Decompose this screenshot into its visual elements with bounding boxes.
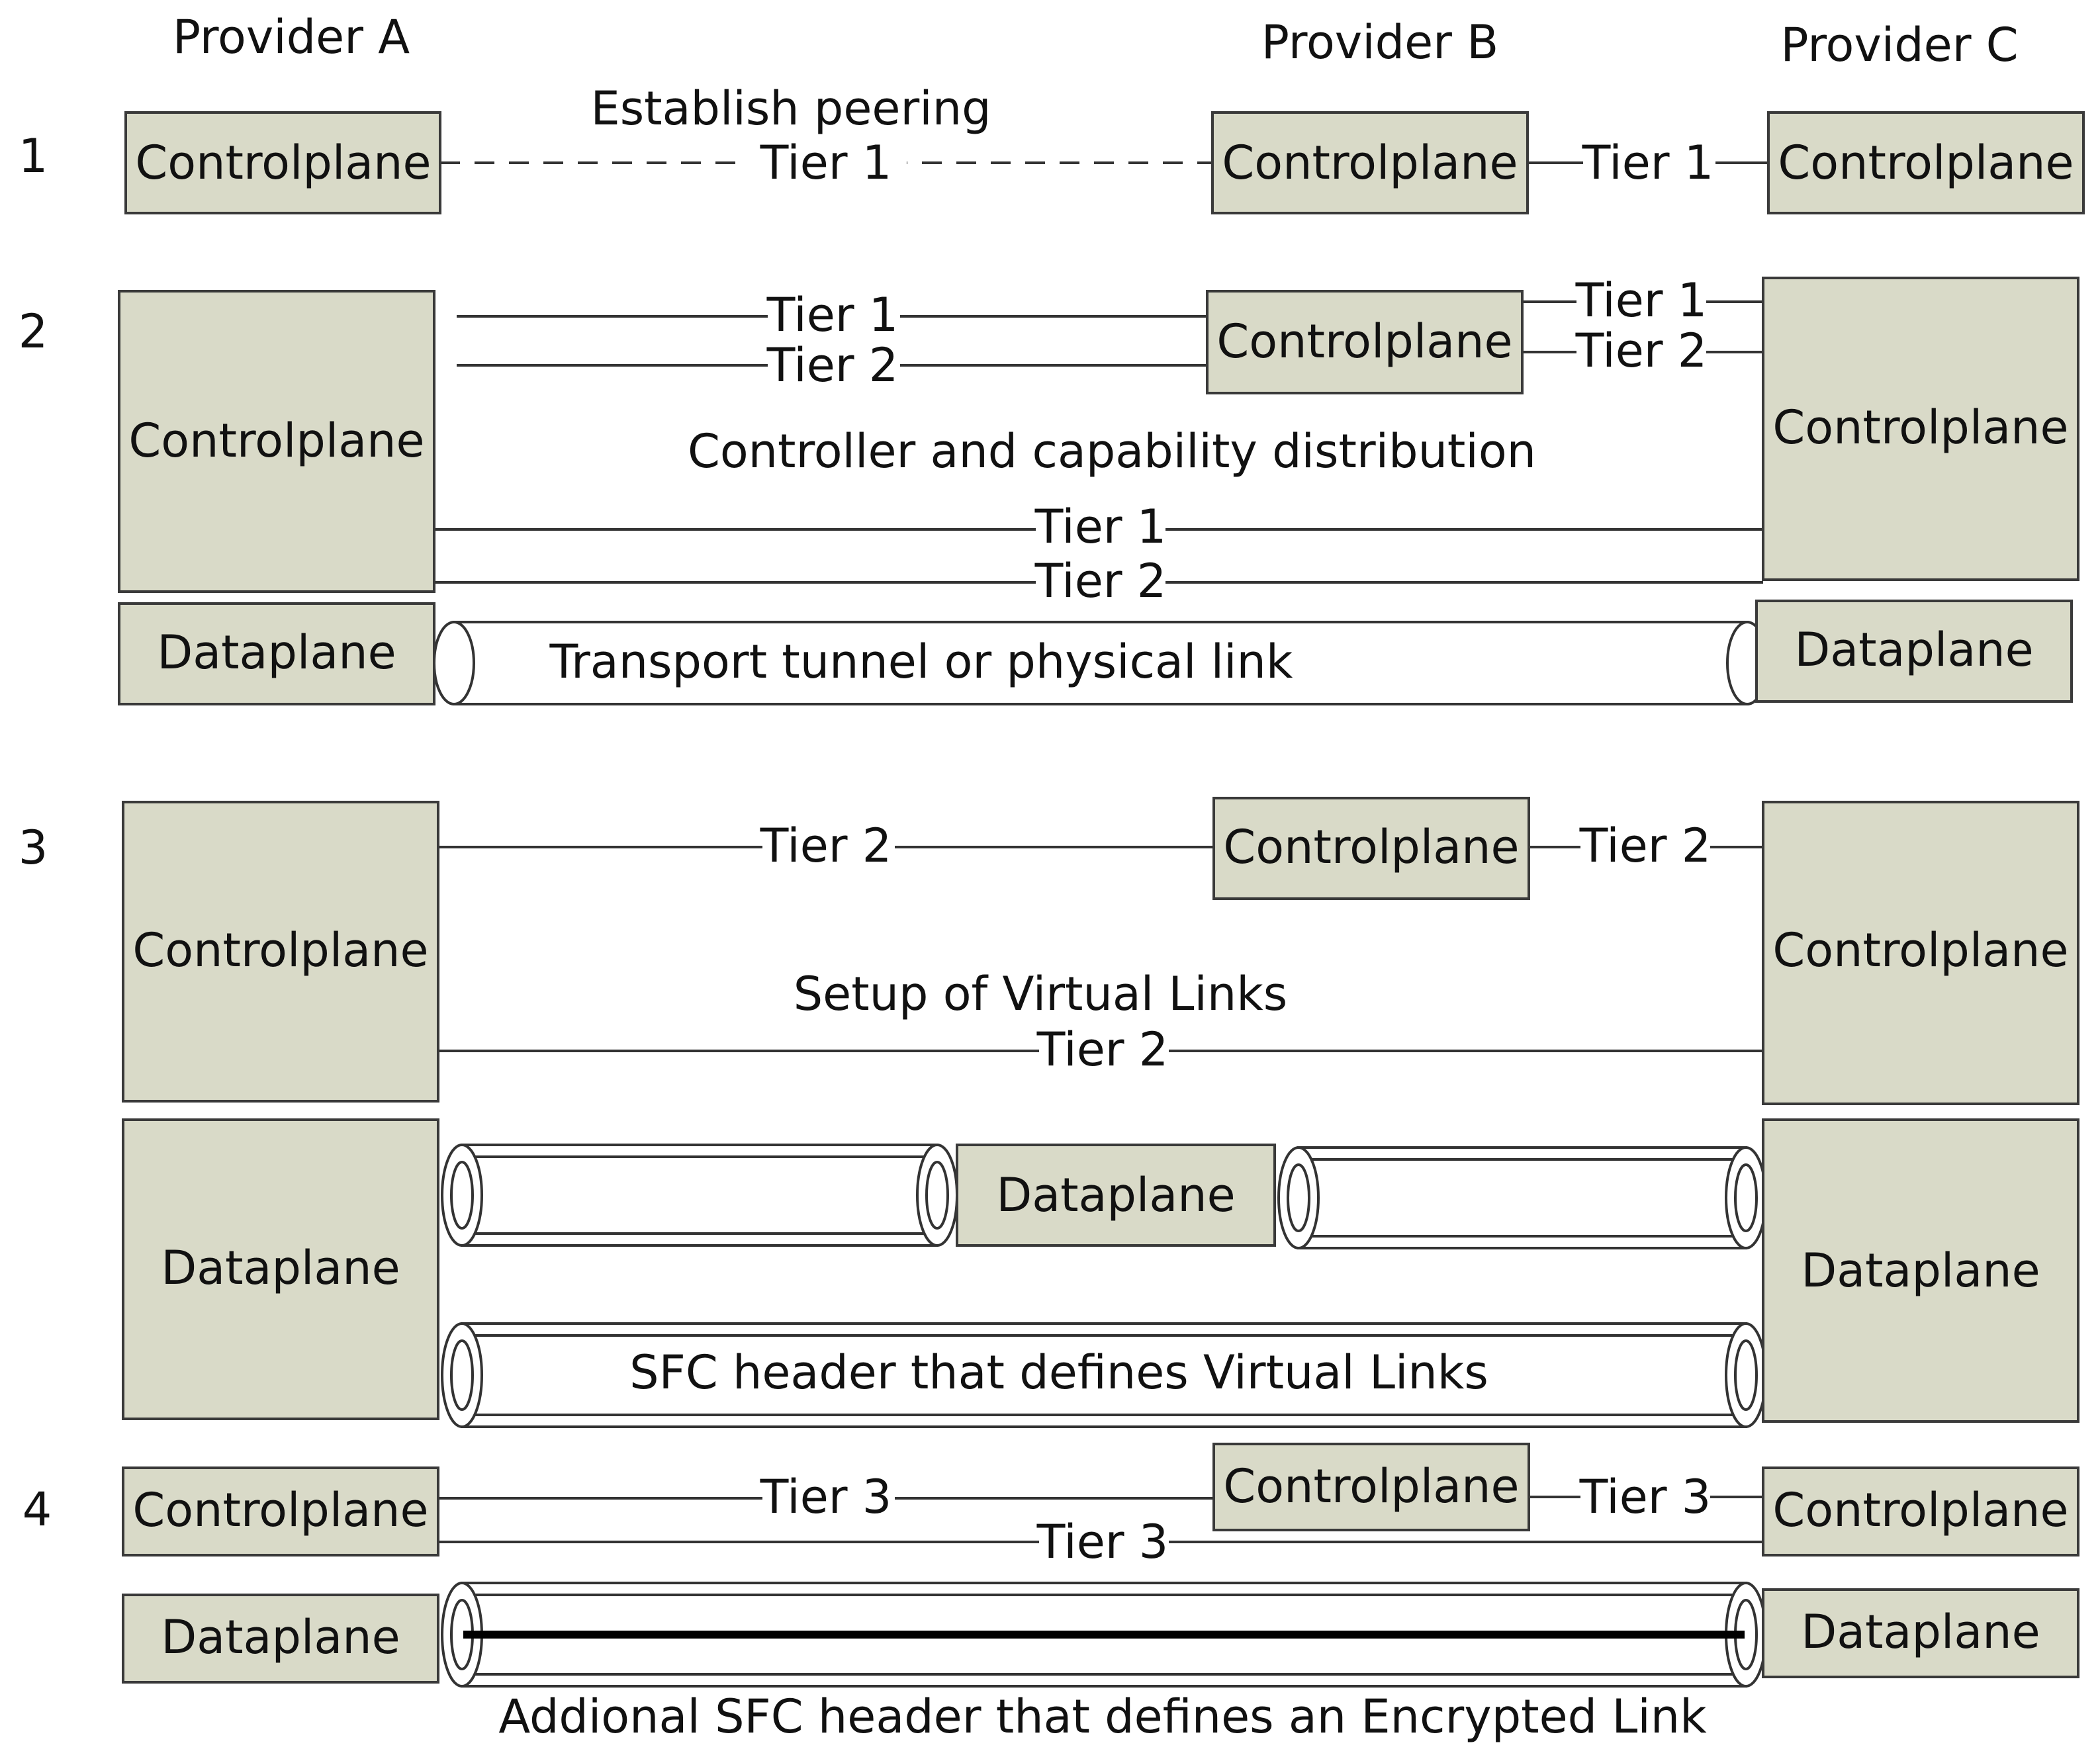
tier-label: Tier 1 [766, 288, 899, 342]
box-label: Dataplane [157, 625, 396, 680]
step-3-number: 3 [19, 821, 48, 875]
dataplane-box [1755, 600, 2073, 703]
step-2-number: 2 [19, 304, 48, 359]
controlplane-box [1212, 1443, 1530, 1531]
step-2-group: Tier 1 Tier 2 Tier 1 Tier 2 Controller a… [118, 273, 2079, 705]
step-3-group: Tier 2 Tier 2 Setup of Virtual Links Tie… [122, 797, 2079, 1428]
box-label: Controlplane [132, 923, 428, 977]
step-4-number: 4 [23, 1482, 52, 1537]
box-label: Dataplane [1794, 623, 2033, 677]
box-label: Controlplane [132, 1483, 428, 1537]
tier-label: Tier 1 [1575, 273, 1708, 328]
dataplane-box [118, 602, 435, 705]
controlplane-box [122, 801, 439, 1103]
dataplane-box [956, 1144, 1276, 1247]
box-label: Dataplane [1801, 1605, 2040, 1659]
tube-end-inner [1734, 1339, 1758, 1411]
box-label: Dataplane [161, 1610, 400, 1664]
tier-label: Tier 3 [760, 1470, 892, 1524]
tier-label: Tier 2 [1579, 819, 1712, 873]
box-label: Controlplane [128, 414, 424, 468]
controlplane-box [118, 290, 435, 593]
tier-label: Tier 2 [1575, 324, 1708, 378]
dataplane-box [122, 1594, 439, 1684]
controller-distribution-caption: Controller and capability distribution [688, 424, 1536, 478]
transport-tunnel [453, 621, 1749, 705]
virtual-link-tube [1297, 1146, 1747, 1249]
step-1-number: 1 [19, 129, 48, 183]
controlplane-box [122, 1466, 439, 1556]
tier-label: Tier 2 [760, 819, 892, 873]
box-label: Dataplane [996, 1168, 1235, 1222]
tier-label: Tier 2 [1036, 1022, 1169, 1077]
controlplane-box [1211, 111, 1529, 214]
virtual-link-tube [461, 1144, 938, 1247]
tube-end-inner [450, 1339, 474, 1411]
controlplane-box [1762, 1466, 2079, 1556]
step-4-group: Tier 3 Tier 3 Tier 3 Controlplane Contro… [122, 1443, 2079, 1744]
step-1-group: Tier 1 Establish peering Tier 1 Controlp… [124, 81, 2085, 214]
box-label: Controlplane [1772, 400, 2068, 455]
transport-tunnel-caption: Transport tunnel or physical link [549, 635, 1293, 689]
box-label: Controlplane [135, 136, 431, 190]
box-label: Dataplane [1801, 1243, 2040, 1298]
sfc-header-caption: SFC header that defines Virtual Links [629, 1345, 1488, 1400]
provider-b-label: Provider B [1261, 15, 1498, 69]
tunnel-end-left [433, 621, 475, 705]
box-label: Controlplane [1223, 1459, 1519, 1513]
tube-end-inner [450, 1161, 474, 1230]
provider-c-label: Provider C [1780, 18, 2018, 72]
controlplane-box [1212, 797, 1530, 900]
tier-label: Tier 1 [1034, 500, 1167, 554]
box-label: Controlplane [1223, 820, 1519, 874]
tier-label: Tier 1 [760, 136, 892, 190]
box-label: Controlplane [1772, 1483, 2068, 1537]
sfc-virtual-links-tube [461, 1322, 1747, 1428]
tier-label: Tier 2 [1034, 554, 1167, 608]
dataplane-box [122, 1118, 439, 1420]
controlplane-box [1762, 277, 2079, 581]
tube-end-inner [925, 1161, 949, 1230]
box-label: Controlplane [1772, 923, 2068, 977]
tier-label: Tier 2 [766, 338, 899, 392]
dataplane-box [1762, 1588, 2079, 1678]
dataplane-box [1762, 1118, 2079, 1423]
box-label: Controlplane [1216, 314, 1512, 369]
controlplane-box [1767, 111, 2085, 214]
controlplane-box [124, 111, 441, 214]
tube-end-inner [1734, 1163, 1758, 1232]
establish-peering-caption: Establish peering [590, 81, 991, 136]
box-label: Dataplane [161, 1241, 400, 1295]
tier-label: Tier 3 [1036, 1515, 1169, 1569]
tier-label: Tier 1 [1582, 136, 1714, 190]
tube-end-inner [1287, 1163, 1310, 1232]
box-label: Controlplane [1778, 136, 2074, 190]
controlplane-box [1762, 801, 2079, 1105]
controlplane-box [1206, 290, 1524, 394]
tier-label: Tier 3 [1579, 1470, 1712, 1524]
setup-virtual-links-caption: Setup of Virtual Links [794, 967, 1288, 1021]
encrypted-link-caption: Addional SFC header that defines an Encr… [498, 1690, 1707, 1744]
box-label: Controlplane [1222, 136, 1518, 190]
provider-a-label: Provider A [173, 10, 410, 64]
